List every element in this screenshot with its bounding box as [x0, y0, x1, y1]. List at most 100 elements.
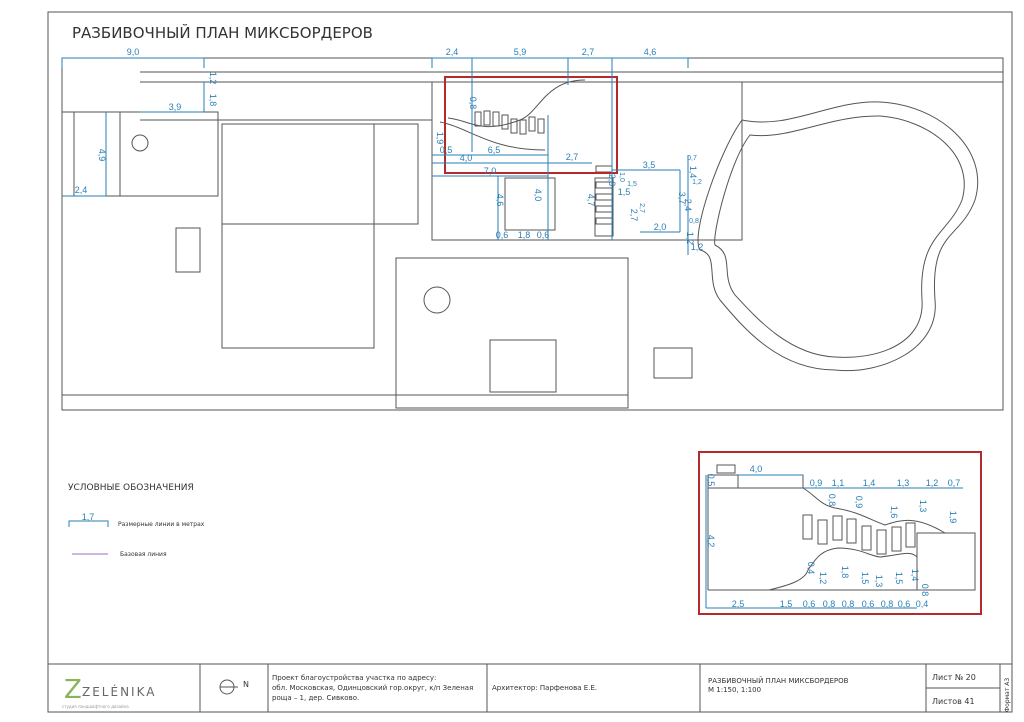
dimension-label: 3,9: [169, 102, 182, 112]
dimension-label: 2,7: [629, 209, 639, 222]
dimension-label: 2,4: [446, 47, 459, 57]
project-line-1: Проект благоустройства участка по адресу…: [272, 674, 436, 682]
dimension-label: 1,9: [948, 511, 958, 524]
dimension-label: 0,5: [706, 474, 716, 487]
dimension-label: 0,8: [468, 97, 478, 110]
inset-plan: [698, 451, 982, 615]
dimension-label: 2,0: [654, 222, 667, 232]
dimension-label: 2,4: [75, 185, 88, 195]
dimension-label: 1,6: [889, 506, 899, 519]
dimension-label: 1,4: [910, 569, 920, 582]
dimension-label: 2,5: [732, 599, 745, 609]
dimension-label: 9,0: [127, 47, 140, 57]
dimension-label: 1,5: [894, 572, 904, 585]
dimension-label: 1,2: [818, 572, 828, 585]
dimension-label: 1,5: [780, 599, 793, 609]
logo-z-icon: Z: [64, 675, 82, 705]
dimension-label: 1,8: [208, 94, 218, 107]
sheet-number: Лист № 20: [932, 673, 976, 682]
project-line-2: обл. Московская, Одинцовский гор.округ, …: [272, 684, 473, 692]
dimension-label: 2,4: [683, 199, 693, 212]
dimension-label: 5,9: [514, 47, 527, 57]
dimension-label: 0,7: [687, 155, 697, 162]
site-plan: [61, 57, 1004, 411]
bed-rect: [504, 177, 556, 231]
dimension-label: 1,5: [618, 187, 631, 197]
dimension-label: 1,1: [832, 478, 845, 488]
north-arrow-icon: [219, 679, 238, 695]
project-line-3: роща – 1, дер. Сивково.: [272, 694, 359, 702]
north-label: N: [243, 680, 249, 689]
dimension-label: 1,0: [618, 172, 625, 182]
dimension-label: 0,8: [689, 218, 699, 225]
dimension-label: 2,7: [638, 203, 645, 213]
dimension-label: 0,7: [948, 478, 961, 488]
legend-base-label: Базовая линия: [120, 551, 167, 558]
dimension-label: 4,0: [533, 189, 543, 202]
dimension-label: 4,0: [750, 464, 763, 474]
inset-stepping-stones: [802, 514, 916, 555]
title-block: Z ZELÉNIKA студия ландшафтного дизайна N…: [47, 663, 1013, 713]
sheets-total: Листов 41: [932, 697, 975, 706]
dimension-label: 1,5: [860, 572, 870, 585]
dimension-label: 1,9: [435, 132, 445, 145]
dimension-label: 1,2: [692, 179, 702, 186]
dimension-label: 0,6: [496, 230, 509, 240]
legend-dim-sample: 1,7: [82, 512, 95, 522]
dimension-label: 0,6: [898, 599, 911, 609]
dimension-label: 1,3: [874, 575, 884, 588]
dimension-label: 1,2: [926, 478, 939, 488]
dimension-label: 0,8: [881, 599, 894, 609]
dimension-label: 0,9: [854, 496, 864, 509]
dimension-label: 3,5: [643, 160, 656, 170]
dimension-label: 2,0: [607, 174, 617, 187]
dimension-label: 0,8: [823, 599, 836, 609]
dimension-label: 0,4: [806, 562, 816, 575]
dimension-label: 2,7: [582, 47, 595, 57]
pond: [697, 101, 979, 372]
dimension-label: 4,0: [460, 153, 473, 163]
dimension-label: 1,2: [208, 72, 218, 85]
logo-subtitle: студия ландшафтного дизайна: [62, 704, 129, 709]
dimension-label: 1,8: [840, 566, 850, 579]
highlight-frame: [444, 76, 618, 174]
legend: УСЛОВНЫЕ ОБОЗНАЧЕНИЯ 1,7 Размерные линии…: [68, 483, 205, 558]
dimension-label: 1,8: [518, 230, 531, 240]
dimension-label: 0,4: [916, 599, 929, 609]
dimension-label: 0,6: [803, 599, 816, 609]
dimension-label: 1,2: [691, 242, 704, 252]
dimension-label: 1,2: [685, 232, 695, 245]
tree-circle: [131, 134, 149, 152]
dimension-label: 1,3: [897, 478, 910, 488]
dimension-label: 4,6: [495, 194, 505, 207]
house: [221, 123, 375, 349]
dimension-label: 3,7: [677, 192, 687, 205]
dimension-label: 4,9: [97, 149, 107, 162]
paper-format: Формат А3: [1004, 678, 1011, 712]
dimension-label: 7,0: [484, 166, 497, 176]
sheet-title: РАЗБИВОЧНЫЙ ПЛАН МИКСБОРДЕРОВ: [708, 676, 849, 685]
stepping-stones: [474, 110, 545, 135]
architect: Архитектор: Парфенова Е.Е.: [492, 684, 597, 692]
dimension-label: 1,5: [627, 181, 637, 188]
dimension-label: 0,6: [537, 230, 550, 240]
logo: ZELÉNIKA: [82, 684, 156, 699]
dimension-label: 0,6: [862, 599, 875, 609]
dimension-label: 0,8: [920, 584, 930, 597]
dimension-label: 2,7: [566, 152, 579, 162]
legend-dim-line-icon: [68, 520, 109, 527]
dimension-label: 0,5: [440, 145, 453, 155]
dimension-label: 1,3: [918, 500, 928, 513]
dimension-label: 1,4: [688, 166, 698, 179]
pool-small: [653, 347, 693, 379]
dimension-label: 4,7: [586, 194, 596, 207]
legend-heading: УСЛОВНЫЕ ОБОЗНАЧЕНИЯ: [68, 483, 194, 493]
legend-dim-label: Размерные линии в метрах: [118, 521, 205, 528]
dimension-label: 0,8: [827, 494, 837, 507]
dimension-label: 0,8: [842, 599, 855, 609]
dimension-label: 4,6: [644, 47, 657, 57]
dimension-label: 1,4: [863, 478, 876, 488]
